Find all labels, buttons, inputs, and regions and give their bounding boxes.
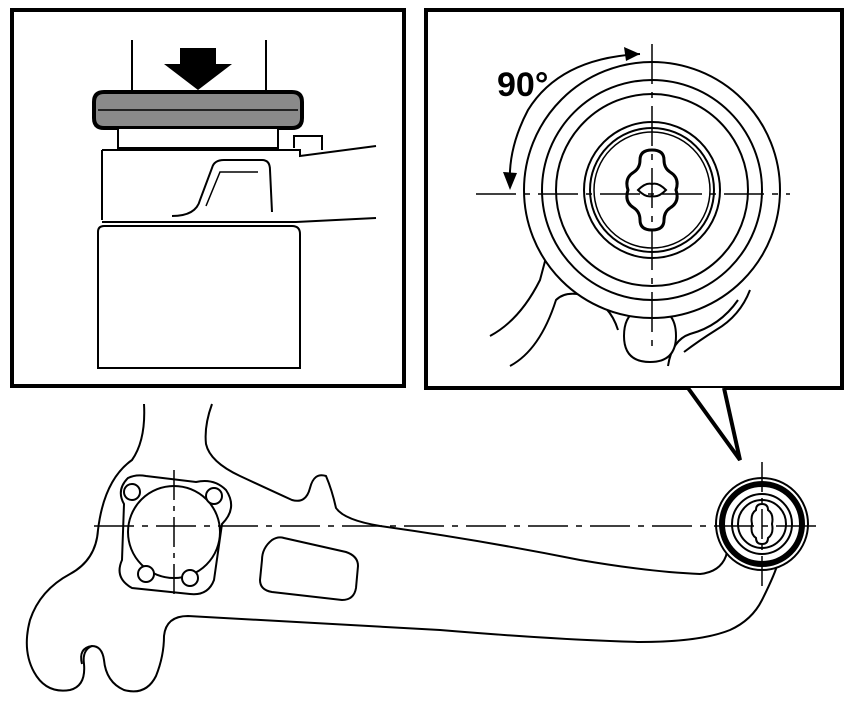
rotation-angle-label: 90°	[497, 66, 548, 104]
down-arrow-icon	[164, 48, 232, 90]
detail-leader	[686, 386, 742, 462]
housing-lip-inner	[205, 171, 258, 207]
bolt-hole-top-right	[205, 487, 223, 505]
arrowhead-bottom	[503, 172, 517, 190]
housing-lip	[171, 159, 273, 217]
end-bushing-ring	[731, 493, 793, 555]
press-detail-panel	[10, 8, 406, 388]
housing-ridge	[102, 217, 377, 223]
arm-top-edge	[204, 403, 729, 576]
orientation-detail-panel: 90°	[424, 8, 844, 390]
housing-boss	[293, 135, 323, 150]
arm-outline	[25, 403, 779, 693]
arm-window	[258, 536, 360, 602]
curved-arrow-icon	[508, 53, 641, 185]
bolt-hole-bottom-mid	[181, 569, 199, 587]
lower-control-arm	[25, 403, 818, 693]
arrowhead-top	[624, 47, 640, 61]
bushing-collar	[117, 127, 279, 149]
arm-hook	[80, 645, 93, 665]
housing-lower	[97, 225, 301, 369]
bolt-hole-top-left	[123, 483, 141, 501]
bushing-key-inner	[636, 182, 668, 198]
housing-upper	[101, 145, 377, 220]
bolt-hole-bottom-left	[137, 565, 155, 583]
